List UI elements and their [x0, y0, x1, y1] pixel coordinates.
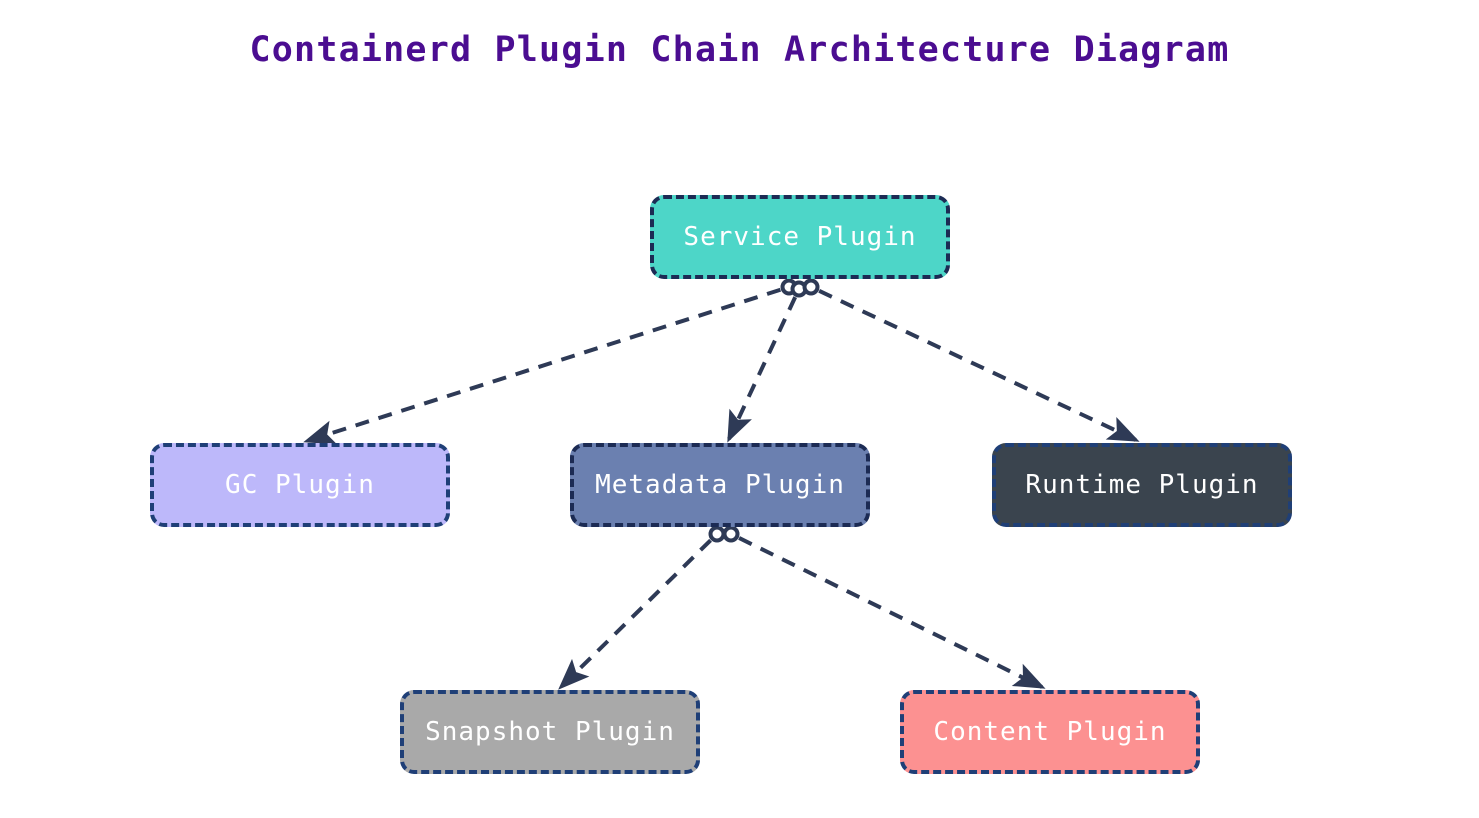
- edge-metadata-snapshot: [558, 538, 712, 690]
- node-snapshot-plugin[interactable]: Snapshot Plugin: [400, 690, 700, 774]
- edge-service-runtime: [818, 289, 1140, 442]
- node-metadata-plugin[interactable]: Metadata Plugin: [570, 443, 870, 527]
- node-runtime-plugin[interactable]: Runtime Plugin: [992, 443, 1292, 527]
- edge-service-metadata: [727, 296, 798, 443]
- edge-start-circle-icon: [802, 278, 820, 296]
- node-label: Content Plugin: [933, 717, 1167, 747]
- edge-start-circle-icon: [722, 525, 740, 543]
- node-content-plugin[interactable]: Content Plugin: [900, 690, 1200, 774]
- edge-start-circle-icon: [708, 525, 726, 543]
- node-label: Snapshot Plugin: [425, 717, 675, 747]
- edge-start-circle-icon: [790, 280, 808, 298]
- page-title: Containerd Plugin Chain Architecture Dia…: [249, 30, 1230, 70]
- node-label: Service Plugin: [683, 222, 917, 252]
- node-label: Metadata Plugin: [595, 470, 845, 500]
- node-service-plugin[interactable]: Service Plugin: [650, 195, 950, 279]
- node-label: GC Plugin: [225, 470, 375, 500]
- edge-metadata-content: [738, 536, 1046, 689]
- edge-start-circle-icon: [780, 278, 798, 296]
- node-label: Runtime Plugin: [1025, 470, 1259, 500]
- edge-service-gc: [303, 287, 782, 445]
- node-gc-plugin[interactable]: GC Plugin: [150, 443, 450, 527]
